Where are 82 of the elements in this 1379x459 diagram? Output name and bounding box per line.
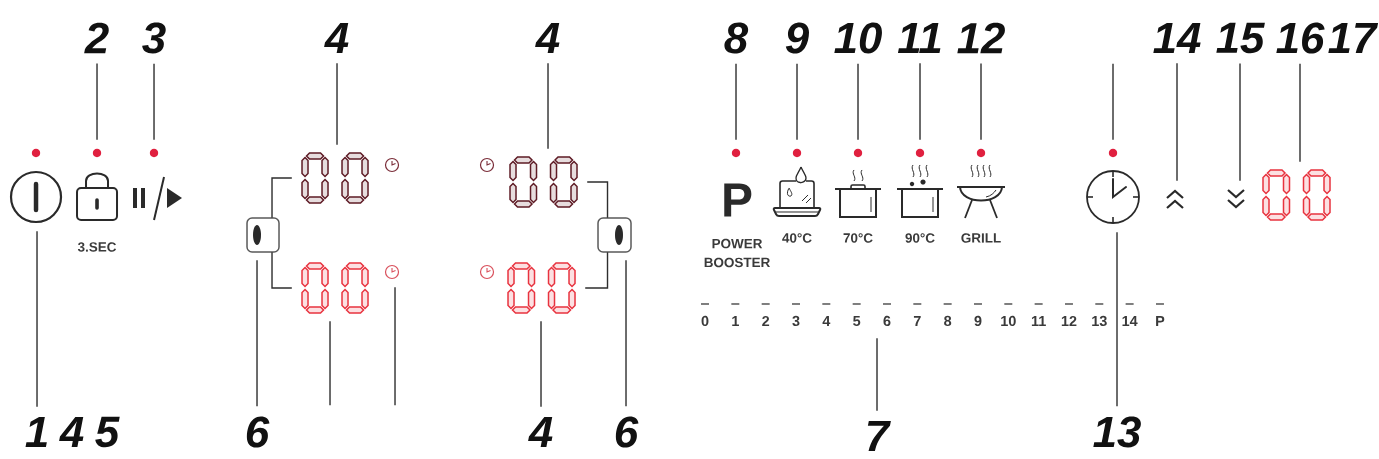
key-label: POWER BOOSTER [704, 238, 770, 268]
leader-line [540, 320, 542, 408]
scale-number: 3 [792, 315, 800, 327]
scale-number: P [1156, 316, 1165, 326]
callout-number: 7 [867, 420, 891, 452]
callout-number: 4 [528, 416, 553, 448]
callout-number: 4 [535, 22, 560, 54]
down-chevron-icon [1227, 189, 1245, 209]
callout-number: 1 [25, 416, 47, 448]
scale-number: 12 [1061, 315, 1077, 327]
scale-number: 5 [853, 315, 861, 327]
scale-number: 7 [913, 316, 921, 326]
callout-number: 16 [1276, 22, 1325, 54]
leader-line [857, 63, 859, 141]
key-label: 70°C [843, 233, 873, 243]
leader-line [336, 62, 338, 146]
digit-display [509, 156, 578, 208]
callout-number: 11 [897, 22, 941, 54]
clock-icon [384, 264, 400, 280]
bracket-line [271, 251, 293, 289]
leader-line [547, 62, 549, 150]
scale-number: 10 [1001, 315, 1016, 327]
scale-number: 8 [944, 315, 952, 327]
callout-number: 14 [1153, 22, 1201, 54]
key-label: 90°C [905, 233, 935, 243]
scale-number: 0 [701, 315, 709, 327]
leader-line [256, 259, 258, 407]
callout-number: 9 [785, 22, 809, 54]
leader-line [329, 320, 331, 406]
callout-number: 13 [1093, 416, 1141, 448]
scale-number: 11 [1031, 316, 1046, 326]
leader-line [796, 63, 798, 141]
scale-number: 14 [1122, 316, 1138, 326]
leader-line [1299, 63, 1301, 163]
leader-line [980, 62, 982, 141]
scale-number: 6 [883, 315, 891, 327]
bracket-line [271, 177, 293, 219]
scale-number: 2 [762, 315, 770, 327]
leader-line [36, 230, 38, 408]
scale-number: 4 [822, 316, 831, 326]
callout-number: 15 [1216, 22, 1265, 54]
leader-line [735, 63, 737, 141]
key-letter: P [724, 183, 752, 217]
leader-line [96, 62, 98, 141]
digit-display [301, 152, 369, 204]
digit-display [301, 262, 369, 314]
bracket-line [584, 251, 609, 289]
callout-number: 17 [1328, 22, 1379, 54]
callout-number: 4 [324, 22, 349, 54]
callout-number: 6 [615, 416, 639, 448]
bracket-line [586, 181, 609, 219]
selector-button [246, 217, 280, 253]
callout-number: 12 [957, 22, 1005, 54]
leader-line [1112, 63, 1114, 141]
leader-line [1116, 231, 1118, 407]
key-label: GRILL [961, 233, 1001, 243]
leader-line [394, 286, 396, 406]
leader-line [153, 63, 155, 141]
callout-number: 8 [724, 22, 749, 54]
key-label: 3.SEC [77, 242, 117, 252]
scale-number: 9 [974, 315, 982, 327]
selector-button [597, 217, 632, 253]
digit-display [1262, 169, 1331, 221]
callout-number: 5 [95, 416, 120, 448]
leader-line [919, 62, 921, 141]
scale-number: 13 [1092, 315, 1107, 327]
leader-line [625, 259, 627, 407]
callout-number: 4 [59, 416, 84, 448]
callout-number: 6 [246, 416, 270, 448]
leader-line [1239, 62, 1241, 182]
clock-icon [479, 157, 495, 173]
leader-line [1176, 62, 1178, 182]
callout-number: 10 [834, 22, 882, 54]
clock-icon [384, 157, 400, 173]
key-label: 40°C [782, 233, 812, 243]
callout-number: 2 [84, 22, 109, 54]
clock-icon [479, 264, 495, 280]
leader-line [876, 337, 878, 412]
scale-number: 1 [732, 316, 739, 326]
digit-display [507, 262, 576, 314]
up-chevron-icon [1166, 189, 1184, 209]
callout-number: 3 [142, 22, 166, 54]
